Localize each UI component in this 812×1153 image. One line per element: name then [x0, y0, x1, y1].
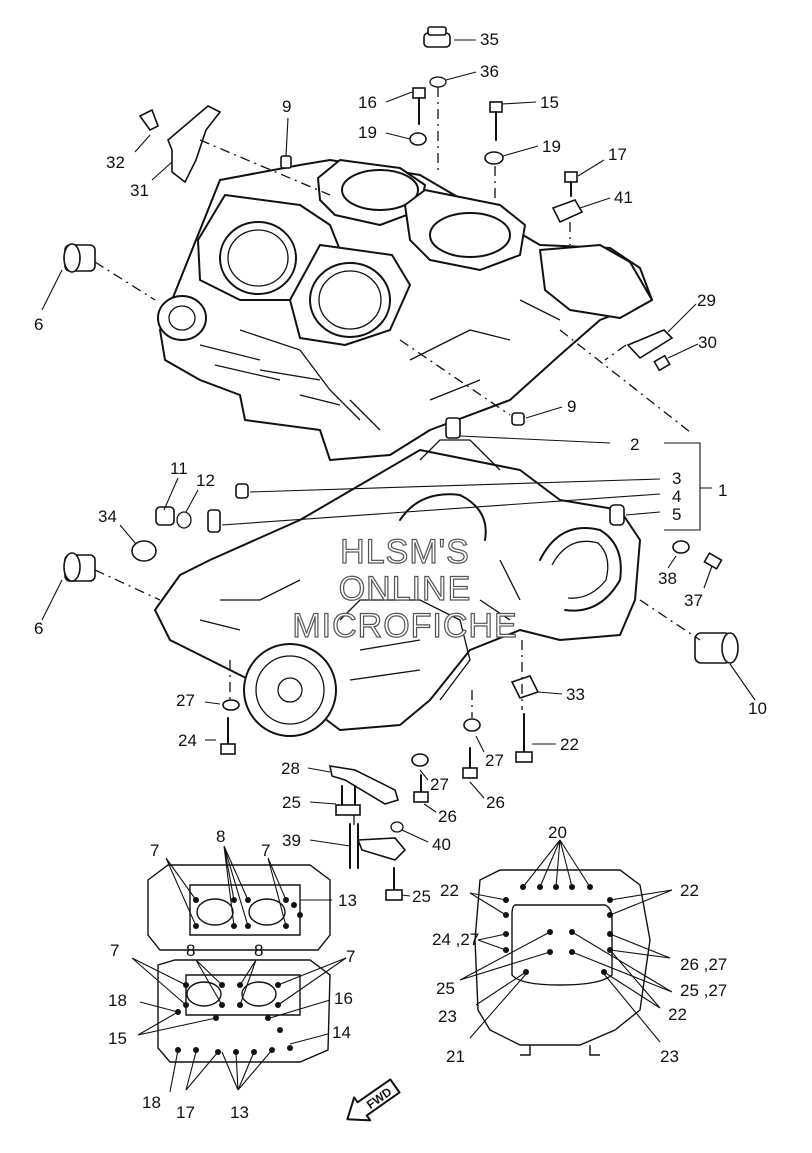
pattern-label-21: 21 — [446, 1047, 465, 1066]
callout-30: 30 — [698, 333, 717, 352]
callout-6-top: 6 — [34, 315, 43, 334]
callout-37: 37 — [684, 591, 703, 610]
watermark-line-2: ONLINE — [339, 570, 472, 608]
pattern-label-22-c: 22 — [668, 1005, 687, 1024]
callout-27-a: 27 — [176, 691, 195, 710]
callout-35: 35 — [480, 30, 499, 49]
callout-11: 11 — [170, 459, 188, 478]
watermark-line-3: MICROFICHE — [292, 607, 517, 645]
callout-36: 36 — [480, 62, 499, 81]
pattern-label-23-b: 23 — [660, 1047, 679, 1066]
pattern-label-23-a: 23 — [438, 1007, 457, 1026]
callout-27-c: 27 — [430, 775, 449, 794]
pattern-label-14: 14 — [332, 1023, 351, 1042]
pattern-label-17: 17 — [176, 1103, 195, 1122]
pattern-label-18-a: 18 — [108, 991, 127, 1010]
pattern-label-13-a: 13 — [338, 891, 357, 910]
callout-38: 38 — [658, 569, 677, 588]
callout-9-mid: 9 — [567, 397, 576, 416]
callout-27-b: 27 — [485, 751, 504, 770]
callout-1: 1 — [718, 481, 727, 500]
callout-31: 31 — [130, 181, 149, 200]
lower-bolt-pattern: 20 22 22 24 ,27 26 ,27 25 25 ,27 23 22 2… — [432, 823, 727, 1066]
callout-24: 24 — [178, 731, 197, 750]
pattern-label-25: 25 — [436, 979, 455, 998]
pattern-label-16: 16 — [334, 989, 353, 1008]
lower-crankcase — [154, 439, 641, 737]
callout-4: 4 — [672, 487, 681, 506]
pattern-label-8-a: 8 — [216, 827, 225, 846]
small-parts — [63, 26, 739, 901]
callout-26-a: 26 — [486, 793, 505, 812]
lower-pattern-dots — [503, 884, 613, 975]
upper-crankcase — [157, 159, 653, 461]
pattern-label-20: 20 — [548, 823, 567, 842]
callout-numbers: 35 36 16 19 15 19 17 41 9 32 31 6 29 30 … — [34, 30, 767, 906]
callout-19-right: 19 — [542, 137, 561, 156]
callout-29: 29 — [697, 291, 716, 310]
pattern-label-15: 15 — [108, 1029, 127, 1048]
fwd-arrow: FWD — [346, 1078, 401, 1122]
pattern-label-7-b: 7 — [261, 841, 270, 860]
callout-15: 15 — [540, 93, 559, 112]
pattern-label-7-a: 7 — [150, 841, 159, 860]
pattern-label-26-27: 26 ,27 — [680, 955, 727, 974]
callout-10: 10 — [748, 699, 767, 718]
callout-32: 32 — [106, 153, 125, 172]
upper-bolt-pattern: 7 8 7 13 7 8 8 7 18 16 15 14 18 17 13 — [108, 827, 357, 1122]
leader-lines — [41, 39, 756, 897]
callout-40: 40 — [432, 835, 451, 854]
pattern-label-22-a: 22 — [440, 881, 459, 900]
callout-26-b: 26 — [438, 807, 457, 826]
callout-41: 41 — [614, 188, 633, 207]
callout-12: 12 — [196, 471, 215, 490]
callout-5: 5 — [672, 505, 681, 524]
callout-6-bottom: 6 — [34, 619, 43, 638]
pattern-label-24-27: 24 ,27 — [432, 930, 479, 949]
pattern-label-25-27: 25 ,27 — [680, 981, 727, 1000]
pattern-label-7-d: 7 — [346, 947, 355, 966]
lower-pattern-leaders — [459, 839, 673, 1043]
watermark: HLSM'S ONLINE MICROFICHE — [292, 532, 518, 645]
pattern-label-8-b: 8 — [186, 941, 195, 960]
callout-39: 39 — [282, 831, 301, 850]
callout-16: 16 — [358, 93, 377, 112]
callout-25: 25 — [282, 793, 301, 812]
callout-22: 22 — [560, 735, 579, 754]
callout-3: 3 — [672, 469, 681, 488]
callout-9-top: 9 — [282, 97, 291, 116]
upper-pattern-leaders — [131, 845, 347, 1093]
callout-34: 34 — [98, 507, 117, 526]
pattern-label-8-c: 8 — [254, 941, 263, 960]
pattern-label-7-c: 7 — [110, 941, 119, 960]
callout-2: 2 — [630, 435, 639, 454]
callout-28: 28 — [281, 759, 300, 778]
pattern-label-22-b: 22 — [680, 881, 699, 900]
watermark-line-1: HLSM'S — [340, 533, 470, 571]
callout-33: 33 — [566, 685, 585, 704]
pattern-label-13-b: 13 — [230, 1103, 249, 1122]
pattern-label-18-b: 18 — [142, 1093, 161, 1112]
callout-17: 17 — [608, 145, 627, 164]
callout-25-lower: 25 — [412, 887, 431, 906]
callout-19-left: 19 — [358, 123, 377, 142]
